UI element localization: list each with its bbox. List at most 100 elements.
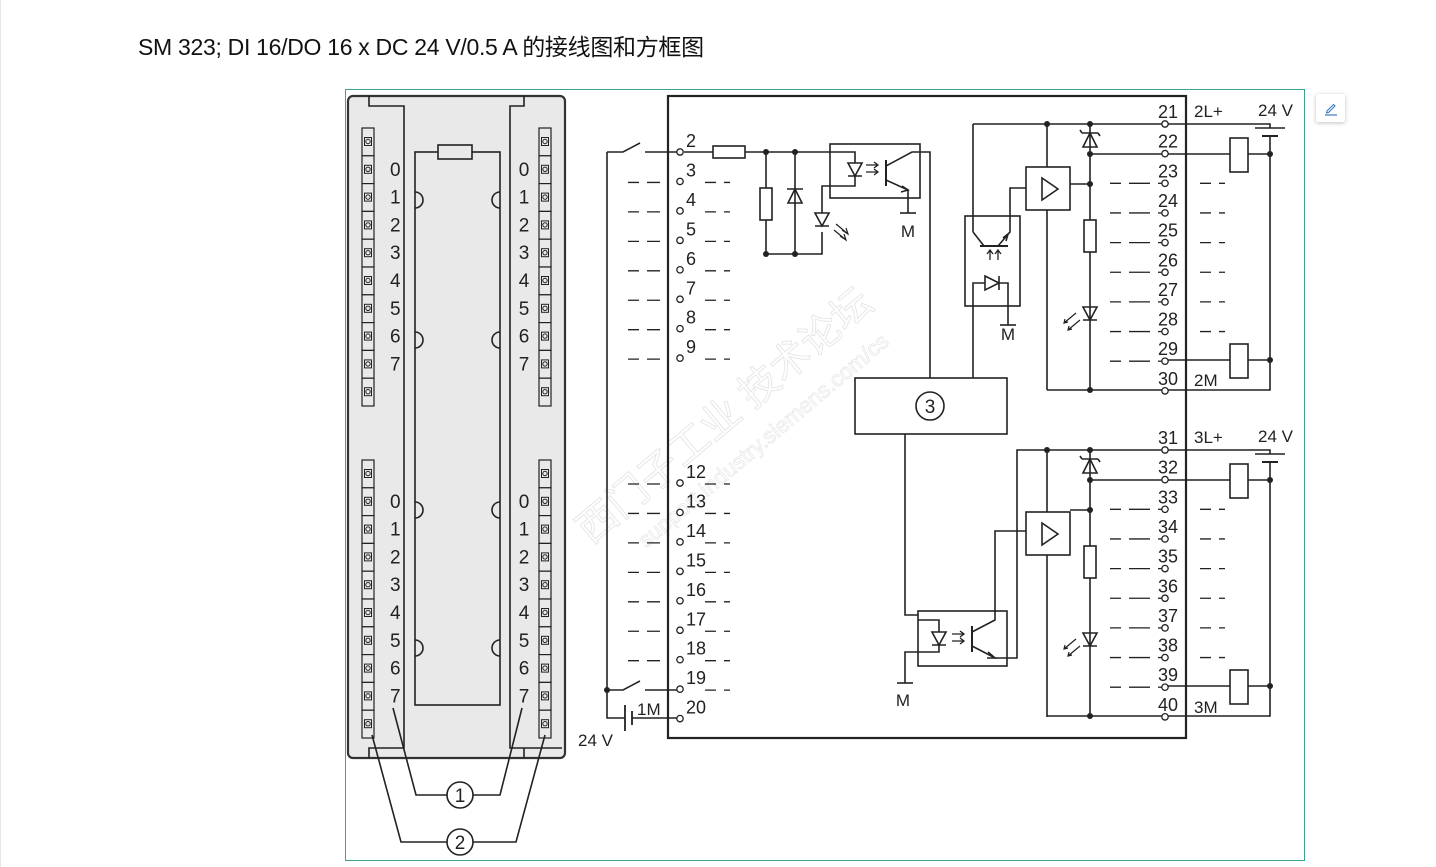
channel-label: 4 <box>519 271 530 292</box>
terminal-number: 36 <box>1158 576 1178 596</box>
output-driver-group3 <box>897 434 1165 717</box>
channel-label: 5 <box>390 631 401 652</box>
channel-label: 7 <box>519 686 530 707</box>
channel-label: 2 <box>519 215 530 236</box>
terminal-number: 8 <box>686 308 696 328</box>
input-terminal-19: 19 <box>676 668 730 694</box>
output-terminal-23: 23 <box>1110 161 1225 188</box>
channel-label: 3 <box>519 243 530 264</box>
output-terminal-22: 22 <box>1158 132 1178 158</box>
callout-2: 2 <box>455 833 466 854</box>
channel-label: 5 <box>390 299 401 320</box>
pencil-icon <box>1324 103 1337 116</box>
input-terminal-3: 3 <box>628 160 730 186</box>
input-wiring <box>604 142 677 731</box>
input-terminal-12: 12 <box>628 462 730 487</box>
terminal-number: 20 <box>686 698 706 718</box>
terminal-number: 37 <box>1158 606 1178 626</box>
terminal-number: 38 <box>1158 636 1178 656</box>
terminal-number: 4 <box>686 190 696 210</box>
label-ground-input: M <box>901 222 915 241</box>
output-terminal-37: 37 <box>1110 606 1225 632</box>
channel-label: 6 <box>390 659 401 680</box>
channel-label: 3 <box>390 243 401 264</box>
page-edge <box>0 0 1 867</box>
output-terminal-29: 29 <box>1110 339 1178 366</box>
module-resistor <box>437 144 473 160</box>
channel-label: 2 <box>519 547 530 568</box>
label-input-24v: 24 V <box>578 731 614 750</box>
output-driver-group2 <box>964 121 1165 390</box>
output-terminal-31: 31 <box>1158 428 1178 454</box>
channel-label: 0 <box>519 492 530 513</box>
channel-label: 5 <box>519 631 530 652</box>
terminal-number: 2 <box>686 131 696 151</box>
page-title: SM 323; DI 16/DO 16 x DC 24 V/0.5 A 的接线图… <box>138 34 704 60</box>
output-terminal-32: 32 <box>1158 458 1178 484</box>
callout-3: 3 <box>925 397 936 418</box>
label-ground-group2: M <box>1001 325 1015 344</box>
channel-label: 1 <box>390 520 401 541</box>
bracket-bumps <box>414 191 501 657</box>
terminal-number: 19 <box>686 668 706 688</box>
terminal-number: 25 <box>1158 221 1178 241</box>
channel-label: 1 <box>519 520 530 541</box>
channel-label: 0 <box>519 160 530 181</box>
output-terminal-26: 26 <box>1110 250 1225 277</box>
terminal-number: 12 <box>686 462 706 482</box>
watermark: 西门子工业 技术论坛 support.industry.siemens.com/… <box>568 279 894 552</box>
terminal-number: 30 <box>1158 369 1178 389</box>
input-terminal-20: 20 <box>676 698 706 723</box>
watermark-cn: 西门子工业 技术论坛 <box>569 280 882 552</box>
terminal-number: 15 <box>686 550 706 570</box>
edit-button[interactable] <box>1316 94 1345 122</box>
output-terminal-39: 39 <box>1110 665 1178 692</box>
label-1M: 1M <box>637 700 661 719</box>
input-terminal-14: 14 <box>628 521 730 546</box>
terminal-number: 7 <box>686 278 696 298</box>
label-2M: 2M <box>1194 371 1218 390</box>
terminal-number: 35 <box>1158 547 1178 567</box>
input-terminal-9: 9 <box>628 337 730 362</box>
input-terminal-6: 6 <box>628 249 730 274</box>
terminal-number: 26 <box>1158 250 1178 270</box>
output-terminal-30: 30 <box>1158 369 1178 395</box>
terminal-number: 34 <box>1158 517 1178 537</box>
channel-label: 1 <box>390 188 401 209</box>
input-terminal-16: 16 <box>628 580 730 605</box>
terminal-number: 23 <box>1158 161 1178 181</box>
channel-label: 3 <box>390 575 401 596</box>
label-group3-24v: 24 V <box>1258 427 1294 446</box>
output-terminal-27: 27 <box>1110 280 1225 306</box>
label-2L+: 2L+ <box>1194 102 1223 121</box>
terminal-number: 33 <box>1158 487 1178 507</box>
terminal-number: 24 <box>1158 191 1178 211</box>
output-terminal-25: 25 <box>1110 221 1225 247</box>
input-terminal-15: 15 <box>628 550 730 576</box>
label-ground-group3: M <box>896 691 910 710</box>
channel-label: 5 <box>519 299 530 320</box>
input-terminal-17: 17 <box>628 609 730 635</box>
terminal-number: 18 <box>686 639 706 659</box>
output-terminal-21: 21 <box>1158 102 1178 128</box>
output-terminal-33: 33 <box>1110 487 1225 514</box>
input-terminal-13: 13 <box>628 491 730 517</box>
block-diagram-module <box>666 94 1188 740</box>
terminal-number: 14 <box>686 521 706 541</box>
terminal-number: 5 <box>686 219 696 239</box>
channel-label: 2 <box>390 215 401 236</box>
input-terminal-5: 5 <box>628 219 730 245</box>
output-terminal-28: 28 <box>1110 310 1225 336</box>
channel-label: 7 <box>390 686 401 707</box>
input-circuit <box>684 143 931 378</box>
output-terminal-40: 40 <box>1158 695 1178 721</box>
terminal-number: 27 <box>1158 280 1178 300</box>
terminal-number: 29 <box>1158 339 1178 359</box>
input-terminal-18: 18 <box>628 639 730 664</box>
channel-label: 2 <box>390 547 401 568</box>
channel-label: 6 <box>390 327 401 348</box>
